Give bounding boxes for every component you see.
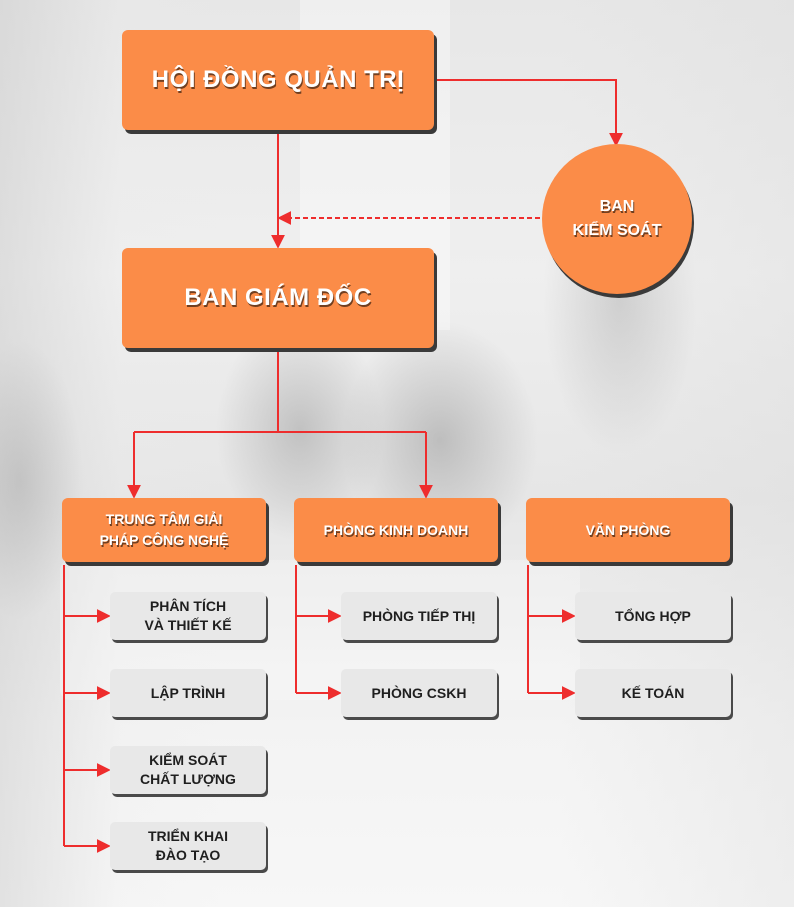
unit-marketing-box: PHÒNG TIẾP THỊ [341, 592, 497, 640]
dept-office-box: VĂN PHÒNG [526, 498, 730, 562]
connector-board-supervisory [437, 79, 623, 147]
board-of-directors-box: HỘI ĐỒNG QUẢN TRỊ [122, 30, 434, 130]
supervisory-board-label: BAN KIỂM SOÁT [572, 198, 662, 239]
board-of-management-label: BAN GIÁM ĐỐC [184, 284, 372, 311]
unit-general-affairs-box: TỔNG HỢP [575, 592, 731, 640]
unit-deployment-training-label: TRIỂN KHAI ĐÀO TẠO [147, 828, 229, 863]
board-of-directors-label: HỘI ĐỒNG QUẢN TRỊ [151, 66, 405, 93]
unit-marketing-label: PHÒNG TIẾP THỊ [362, 607, 476, 624]
dept-office-label: VĂN PHÒNG [585, 521, 671, 538]
unit-analysis-design-label: PHÂN TÍCH VÀ THIẾT KẾ [144, 598, 232, 633]
supervisory-board-circle: BAN KIỂM SOÁT [542, 144, 692, 294]
dept-sales-label: PHÒNG KINH DOANH [323, 521, 469, 538]
unit-accounting-label: KẾ TOÁN [621, 684, 685, 701]
unit-programming-label: LẬP TRÌNH [150, 684, 226, 701]
unit-deployment-training-box: TRIỂN KHAI ĐÀO TẠO [110, 822, 266, 870]
unit-accounting-box: KẾ TOÁN [575, 669, 731, 717]
dept-tech-center-label: TRUNG TÂM GIẢI PHÁP CÔNG NGHỆ [99, 511, 229, 548]
unit-customer-care-box: PHÒNG CSKH [341, 669, 497, 717]
dept-tech-center-box: TRUNG TÂM GIẢI PHÁP CÔNG NGHỆ [62, 498, 266, 562]
unit-customer-care-label: PHÒNG CSKH [371, 684, 467, 701]
unit-general-affairs-label: TỔNG HỢP [615, 607, 691, 624]
board-of-management-box: BAN GIÁM ĐỐC [122, 248, 434, 348]
unit-analysis-design-box: PHÂN TÍCH VÀ THIẾT KẾ [110, 592, 266, 640]
dept-sales-box: PHÒNG KINH DOANH [294, 498, 498, 562]
unit-quality-control-box: KIỂM SOÁT CHẤT LƯỢNG [110, 746, 266, 794]
unit-quality-control-label: KIỂM SOÁT CHẤT LƯỢNG [140, 752, 236, 787]
unit-programming-box: LẬP TRÌNH [110, 669, 266, 717]
